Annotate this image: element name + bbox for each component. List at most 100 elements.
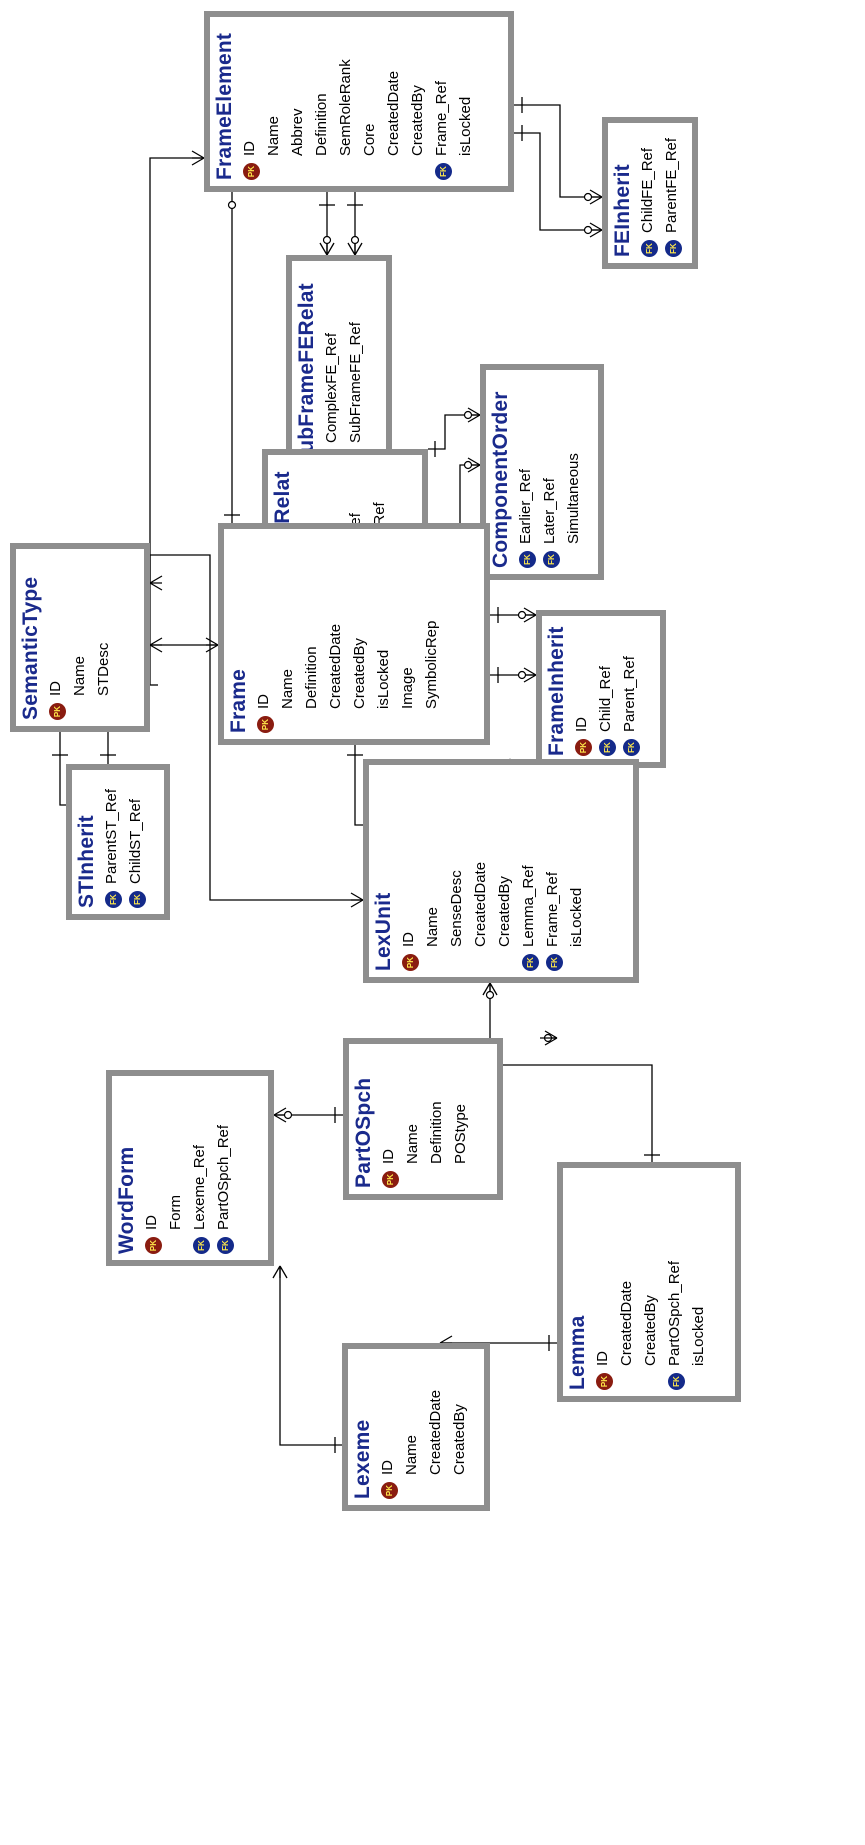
key-slot: FK xyxy=(594,732,618,756)
field-name: Core xyxy=(361,123,378,156)
field-row: FK Child_Ref xyxy=(594,622,618,756)
field-name: Lemma_Ref xyxy=(520,865,537,947)
field-name: CreatedBy xyxy=(409,85,426,156)
many-marker xyxy=(191,150,205,166)
optional-marker xyxy=(322,235,332,245)
field-name: Definition xyxy=(303,646,320,709)
primary-key-icon: PK xyxy=(575,739,592,756)
key-slot: FK xyxy=(124,884,148,908)
field-name: Child_Ref xyxy=(597,666,614,732)
field-name: CreatedBy xyxy=(451,1404,468,1475)
optional-marker xyxy=(227,200,237,210)
foreign-key-icon: FK xyxy=(665,240,682,257)
field-row: CreatedBy xyxy=(448,1355,472,1499)
entity-title: FEInherit xyxy=(611,164,634,257)
field-row: FK PartOSpch_Ref xyxy=(212,1082,236,1254)
optional-marker xyxy=(463,460,473,470)
field-name: CreatedDate xyxy=(472,861,489,947)
foreign-key-icon: FK xyxy=(668,1373,685,1390)
field-row: CreatedBy xyxy=(348,535,372,733)
field-row: Image xyxy=(396,535,420,733)
field-row: SemRoleRank xyxy=(334,23,358,180)
field-row: Simultaneous xyxy=(562,376,586,568)
entity-title: Lexeme xyxy=(351,1419,374,1499)
field-name: isLocked xyxy=(457,96,474,156)
field-name: SenseDesc xyxy=(448,870,465,947)
foreign-key-icon: FK xyxy=(546,954,563,971)
field-name: CreatedBy xyxy=(642,1295,659,1366)
field-row: SymbolicRep xyxy=(420,535,444,733)
field-name: PartOSpch_Ref xyxy=(666,1260,683,1366)
field-row: FKSubFrameFE_Ref xyxy=(344,267,368,467)
field-name: Parent_Ref xyxy=(621,656,638,732)
entity-subframe-fe-relat[interactable]: SubFrameFERelat FKComplexFE_RefFKSubFram… xyxy=(286,255,392,479)
field-name: Frame_Ref xyxy=(544,871,561,947)
optional-marker xyxy=(583,225,593,235)
foreign-key-icon: FK xyxy=(217,1237,234,1254)
field-name: ParentST_Ref xyxy=(103,788,120,884)
field-name: ChildST_Ref xyxy=(127,798,144,884)
field-name: ChildFE_Ref xyxy=(639,147,656,233)
key-slot: FK xyxy=(538,544,562,568)
field-name: SubFrameFE_Ref xyxy=(347,322,364,443)
primary-key-icon: PK xyxy=(402,954,419,971)
optional-marker xyxy=(485,990,495,1000)
field-row: Name xyxy=(401,1050,425,1188)
field-name: Definition xyxy=(428,1101,445,1164)
field-name: Name xyxy=(404,1123,421,1164)
line-lexunit-lemma xyxy=(489,983,653,1162)
field-row: STDesc xyxy=(92,555,116,720)
key-slot: FK xyxy=(636,233,660,257)
primary-key-icon: PK xyxy=(381,1482,398,1499)
line-lexeme-wordform xyxy=(279,1266,342,1446)
entity-title: SemanticType xyxy=(19,576,42,720)
field-name: ID xyxy=(143,1215,160,1230)
entity-title: Lemma xyxy=(566,1315,589,1390)
field-name: CreatedDate xyxy=(427,1389,444,1475)
field-row: CreatedDate xyxy=(382,23,406,180)
entity-title: Frame xyxy=(227,668,250,733)
field-name: Name xyxy=(71,655,88,696)
field-row: CreatedBy xyxy=(639,1174,663,1390)
field-name: PartOSpch_Ref xyxy=(215,1124,232,1230)
key-slot: FK xyxy=(663,1366,687,1390)
field-name: isLocked xyxy=(568,887,585,947)
foreign-key-icon: FK xyxy=(599,739,616,756)
entity-title: FrameInherit xyxy=(545,626,568,756)
field-name: Later_Ref xyxy=(541,478,558,544)
field-row: isLocked xyxy=(565,771,589,971)
optional-marker xyxy=(463,410,473,420)
field-row: Name xyxy=(262,23,286,180)
field-name: CreatedDate xyxy=(385,70,402,156)
optional-marker xyxy=(350,235,360,245)
key-slot: PK xyxy=(44,696,68,720)
entity-title: FrameElement xyxy=(213,32,236,180)
many-marker xyxy=(347,242,363,256)
field-row: Definition xyxy=(425,1050,449,1188)
field-name: Simultaneous xyxy=(565,453,582,544)
field-row: FK PartOSpch_Ref xyxy=(663,1174,687,1390)
